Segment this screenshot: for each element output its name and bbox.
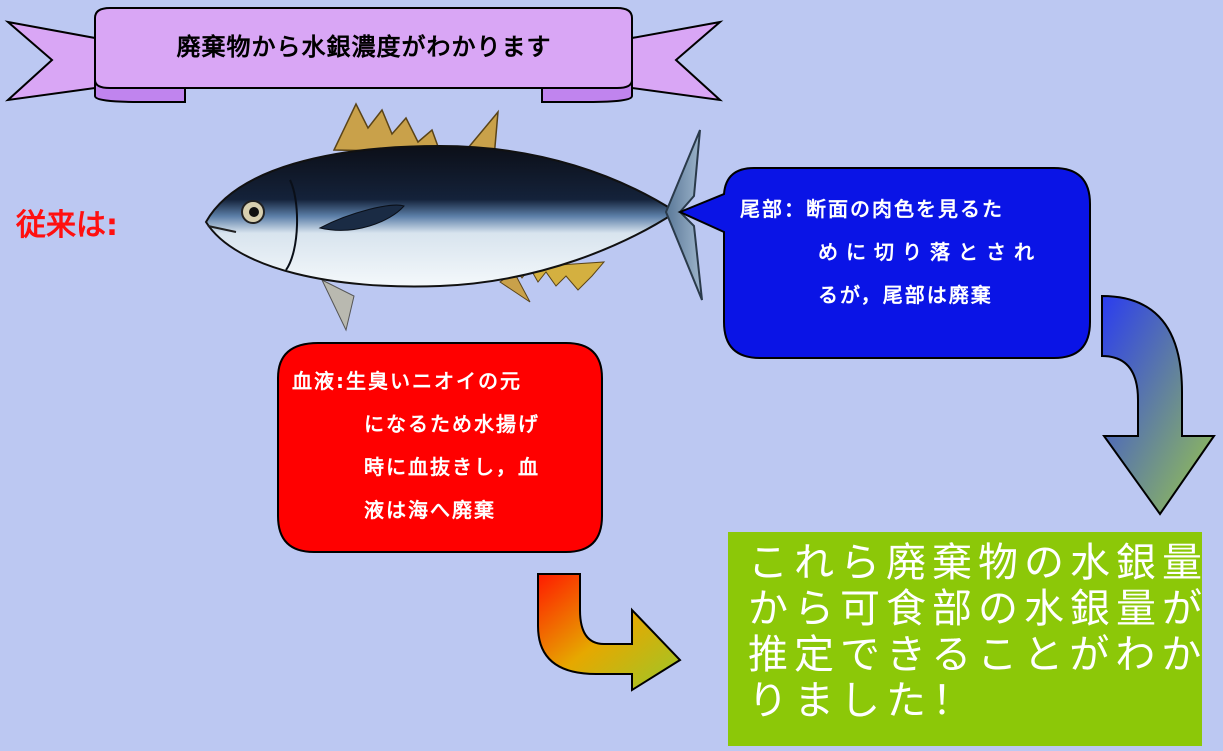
blood-callout-text: 血液:生臭いニオイの元 になるため水揚げ 時に血抜きし，血 液は海へ廃棄 — [292, 360, 602, 532]
tail-callout-bubble — [677, 167, 1091, 359]
blood-callout-line: 血液:生臭いニオイの元 — [292, 369, 522, 393]
conclusion-line: これら廃棄物の水銀量 — [748, 540, 1208, 586]
label-conventional: 従来は: — [16, 208, 118, 243]
tail-callout-line: 尾部：断面の肉色を見るた — [740, 197, 1004, 221]
tail-callout-line: めに切り落とされ — [818, 240, 1042, 264]
tail-callout-line: るが，尾部は廃棄 — [818, 283, 993, 307]
tuna-fish-image — [204, 102, 703, 332]
ribbon-title: 廃棄物から水銀濃度がわかります — [176, 32, 552, 61]
tail-callout-text: 尾部：断面の肉色を見るた めに切り落とされ るが，尾部は廃棄 — [740, 188, 1090, 317]
conclusion-line: りました！ — [748, 678, 978, 724]
conclusion-box: これら廃棄物の水銀量 から可食部の水銀量が 推定できることがわか りました！ — [728, 532, 1202, 746]
blood-callout-line: 液は海へ廃棄 — [364, 498, 496, 522]
blood-callout-line: 時に血抜きし，血 — [364, 455, 540, 479]
blood-callout-bubble — [277, 342, 603, 553]
right-flow-arrow — [1101, 294, 1216, 516]
conclusion-line: 推定できることがわか — [748, 632, 1208, 678]
ribbon-banner — [4, 7, 724, 103]
conclusion-line: から可食部の水銀量が — [748, 586, 1208, 632]
blood-callout-line: になるため水揚げ — [364, 412, 540, 436]
bottom-flow-arrow — [537, 573, 682, 692]
